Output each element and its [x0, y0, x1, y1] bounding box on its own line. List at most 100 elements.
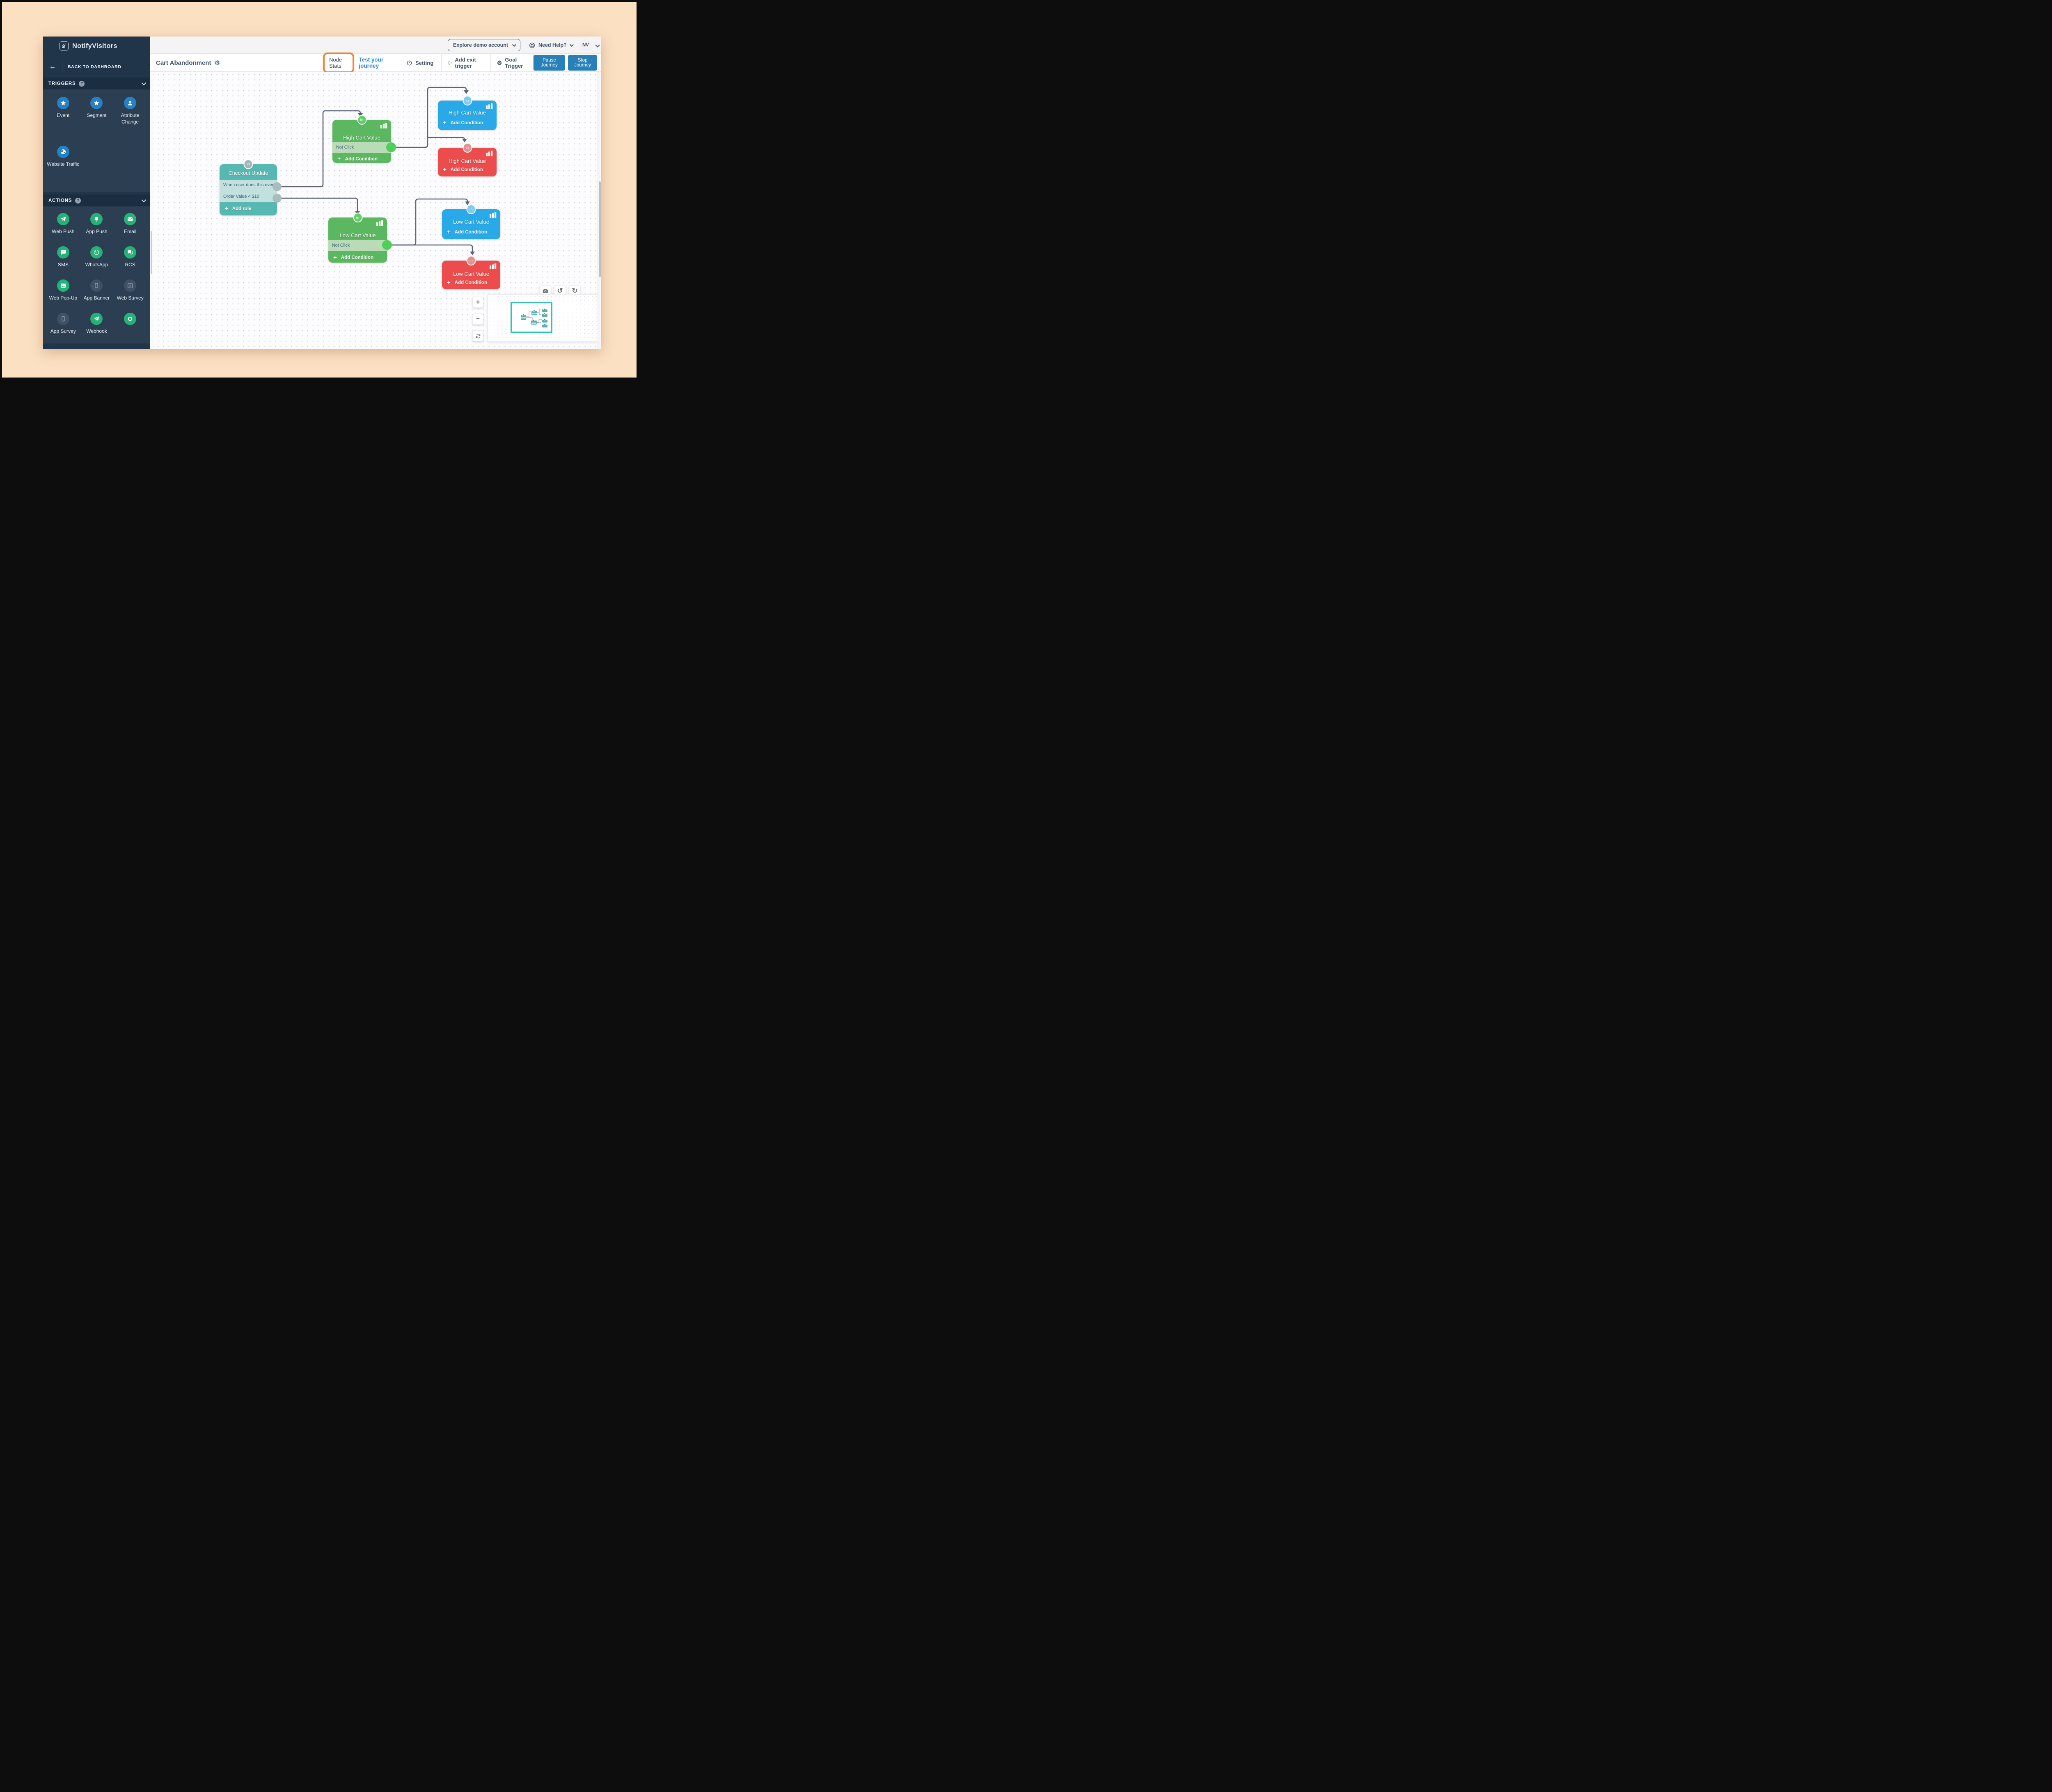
node-rule[interactable]: When user does this event	[220, 180, 277, 191]
sidebar-item-web-survey: Web Survey	[114, 279, 147, 307]
sidebar-item-event[interactable]: Event	[47, 97, 80, 136]
node-rule[interactable]: Not Click	[328, 240, 387, 251]
sidebar: NotifyVisitors ← BACK TO DASHBOARD TRIGG…	[43, 37, 150, 349]
double-bubble-icon	[124, 246, 137, 259]
image-icon	[57, 279, 69, 292]
add-condition-button[interactable]: + Add Condition	[443, 119, 483, 126]
sidebar-item-app-banner: App Banner	[80, 279, 113, 307]
add-condition-button[interactable]: + Add Condition	[333, 254, 373, 261]
node-stats-icon[interactable]	[490, 263, 497, 269]
canvas-scrollbar	[598, 72, 601, 349]
sidebar-item-website-traffic[interactable]: Website Traffic	[47, 145, 80, 178]
sidebar-item-attribute-change[interactable]: Attribute Change	[114, 97, 147, 136]
output-port[interactable]	[273, 194, 282, 203]
topbar: Explore demo account Need Help? NV	[150, 37, 601, 54]
output-port[interactable]	[386, 142, 396, 152]
need-help-menu[interactable]: Need Help?	[529, 37, 574, 54]
goal-trigger-button[interactable]: ⚙ Goal Trigger	[497, 57, 523, 69]
add-condition-button[interactable]: + Add Condition	[447, 229, 487, 236]
chevron-down-icon[interactable]	[141, 197, 147, 202]
reset-zoom-button[interactable]	[472, 330, 483, 341]
minimap-wires	[526, 309, 542, 324]
pause-journey-button[interactable]: Pause Journey	[533, 55, 566, 71]
node-high-cart-value-green[interactable]: in High Cart Value Not Click + Add Condi…	[332, 115, 391, 163]
node-stats-icon[interactable]	[376, 220, 383, 226]
node-rule[interactable]: Not Click	[332, 142, 391, 153]
gear-icon[interactable]: ⚙	[214, 60, 220, 66]
envelope-icon	[124, 213, 137, 225]
sidebar-item-rcs[interactable]: RCS	[114, 246, 147, 274]
plus-icon: +	[224, 205, 228, 212]
whatsapp-icon	[90, 246, 103, 259]
chevron-down-icon[interactable]	[595, 43, 600, 48]
minimap-node	[542, 313, 547, 317]
node-low-cart-value-blue[interactable]: in Low Cart Value + Add Condition	[442, 204, 500, 239]
add-exit-trigger-button[interactable]: Add exit trigger	[448, 57, 483, 69]
scrollbar-thumb[interactable]	[598, 181, 601, 277]
chevron-down-icon[interactable]	[141, 80, 147, 85]
person-icon	[124, 97, 137, 109]
add-condition-button[interactable]: + Add Condition	[443, 166, 483, 173]
node-rule[interactable]: Order Value < $10	[220, 191, 277, 202]
node-low-cart-value-red[interactable]: in Low Cart Value + Add Condition	[442, 256, 500, 289]
in-badge: in	[463, 96, 472, 105]
sidebar-item-partial[interactable]	[114, 313, 147, 340]
add-condition-button[interactable]: + Add Condition	[447, 279, 487, 286]
paper-plane-icon	[57, 213, 69, 225]
node-stats-icon[interactable]	[486, 151, 493, 156]
plus-icon: +	[443, 119, 447, 126]
plus-icon: +	[337, 156, 341, 162]
stop-journey-button[interactable]: Stop Journey	[568, 55, 597, 71]
back-arrow-icon[interactable]: ←	[49, 63, 56, 70]
in-badge: in	[466, 256, 476, 265]
node-stats-icon[interactable]	[380, 123, 387, 128]
sidebar-item-email[interactable]: Email	[114, 213, 147, 240]
sidebar-item-sms[interactable]: SMS	[47, 246, 80, 274]
avatar[interactable]: NV	[579, 39, 592, 51]
node-checkout-update[interactable]: in Checkout Update When user does this e…	[220, 159, 277, 215]
node-stats-button[interactable]: Node Stats	[323, 53, 355, 73]
help-question-icon[interactable]: ?	[75, 197, 81, 204]
sidebar-item-web-pop-up[interactable]: Web Pop-Up	[47, 279, 80, 307]
scrollbar-thumb[interactable]	[150, 231, 152, 274]
test-your-journey-button[interactable]: Test your journey	[359, 57, 384, 69]
zoom-in-button[interactable]: +	[472, 297, 483, 308]
node-high-cart-value-blue[interactable]: in High Cart Value + Add Condition	[438, 96, 497, 130]
output-port[interactable]	[382, 240, 392, 250]
triggers-panel: Event Segment Attribute Change Website T…	[43, 89, 150, 192]
plus-icon: +	[447, 229, 451, 236]
minimap[interactable]	[488, 294, 598, 342]
gear-icon: ⚙	[497, 59, 502, 66]
zoom-out-button[interactable]: −	[472, 314, 483, 325]
triggers-section-header[interactable]: TRIGGERS ?	[43, 78, 150, 89]
exit-icon	[449, 61, 452, 64]
back-to-dashboard[interactable]: ← BACK TO DASHBOARD	[43, 59, 150, 75]
minimap-node	[531, 319, 537, 325]
sidebar-item-webhook[interactable]: Webhook	[80, 313, 113, 340]
node-stats-icon[interactable]	[490, 212, 497, 218]
node-low-cart-value-green[interactable]: in Low Cart Value Not Click + Add Condit…	[328, 213, 387, 263]
sidebar-scrollbar	[150, 72, 153, 349]
minimap-viewport[interactable]	[511, 302, 552, 333]
camera-icon	[543, 289, 548, 293]
explore-demo-account-button[interactable]: Explore demo account	[448, 39, 521, 51]
sidebar-item-whatsapp[interactable]: WhatsApp	[80, 246, 113, 274]
sidebar-item-app-push[interactable]: App Push	[80, 213, 113, 240]
redo-icon: ↻	[572, 287, 578, 295]
in-badge: in	[357, 115, 366, 125]
output-port[interactable]	[273, 182, 282, 191]
node-high-cart-value-red[interactable]: in High Cart Value + Add Condition	[438, 143, 497, 176]
page-background: NotifyVisitors ← BACK TO DASHBOARD TRIGG…	[2, 2, 637, 378]
node-stats-icon[interactable]	[486, 103, 493, 109]
plus-icon: +	[333, 254, 337, 261]
actions-panel: Web Push App Push Email SMS WhatsApp	[43, 206, 150, 343]
actions-section-header[interactable]: ACTIONS ?	[43, 195, 150, 206]
journey-canvas[interactable]: in Checkout Update When user does this e…	[150, 72, 601, 349]
add-rule-button[interactable]: + Add rule	[224, 205, 252, 212]
help-question-icon[interactable]: ?	[79, 80, 85, 87]
mobile-icon	[57, 313, 69, 325]
setting-button[interactable]: Setting	[406, 60, 433, 66]
add-condition-button[interactable]: + Add Condition	[337, 156, 378, 162]
sidebar-item-web-push[interactable]: Web Push	[47, 213, 80, 240]
sidebar-item-segment[interactable]: Segment	[80, 97, 113, 136]
